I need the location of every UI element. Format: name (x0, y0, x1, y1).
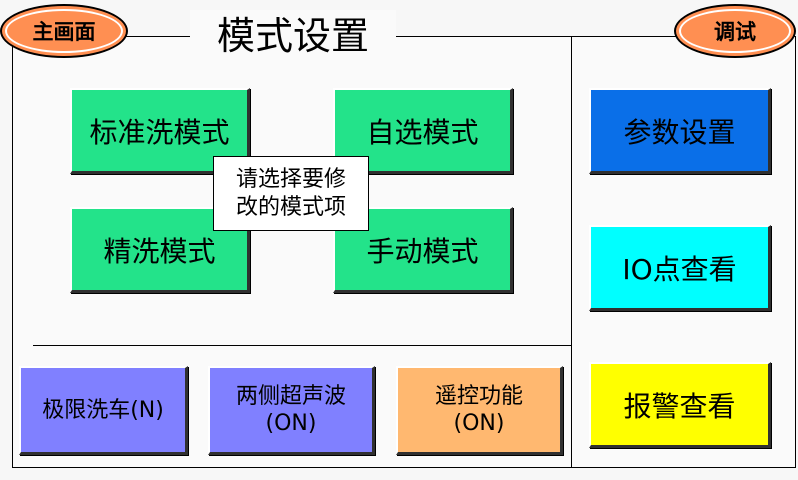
mode-select-prompt: 请选择要修 改的模式项 (213, 156, 369, 231)
prompt-line-1: 请选择要修 (235, 166, 346, 192)
standard-wash-mode-button[interactable]: 标准洗模式 (70, 88, 250, 174)
home-button[interactable]: 主画面 (0, 4, 128, 58)
limit-wash-toggle[interactable]: 极限洗车(N) (19, 366, 188, 455)
io-points-view-button[interactable]: IO点查看 (589, 225, 771, 311)
alarm-view-button[interactable]: 报警查看 (589, 362, 771, 448)
page-title: 模式设置 (190, 10, 396, 62)
dual-ultrasonic-state: (ON) (265, 411, 317, 436)
parameter-settings-button[interactable]: 参数设置 (589, 88, 771, 174)
dual-ultrasonic-label: 两侧超声波 (235, 384, 346, 409)
limit-wash-label: 极限洗车(N) (42, 397, 164, 423)
debug-button[interactable]: 调试 (674, 4, 796, 58)
title-rule-right (396, 36, 672, 37)
title-rule-left (120, 36, 188, 37)
home-button-label: 主画面 (5, 9, 123, 53)
remote-control-label: 遥控功能 (434, 384, 523, 409)
horizontal-divider (33, 345, 571, 346)
prompt-line-2: 改的模式项 (235, 194, 346, 220)
vertical-divider (571, 36, 572, 468)
dual-ultrasonic-toggle[interactable]: 两侧超声波 (ON) (208, 366, 375, 455)
remote-control-toggle[interactable]: 遥控功能 (ON) (396, 366, 563, 455)
remote-control-state: (ON) (453, 411, 505, 436)
debug-button-label: 调试 (679, 9, 791, 53)
